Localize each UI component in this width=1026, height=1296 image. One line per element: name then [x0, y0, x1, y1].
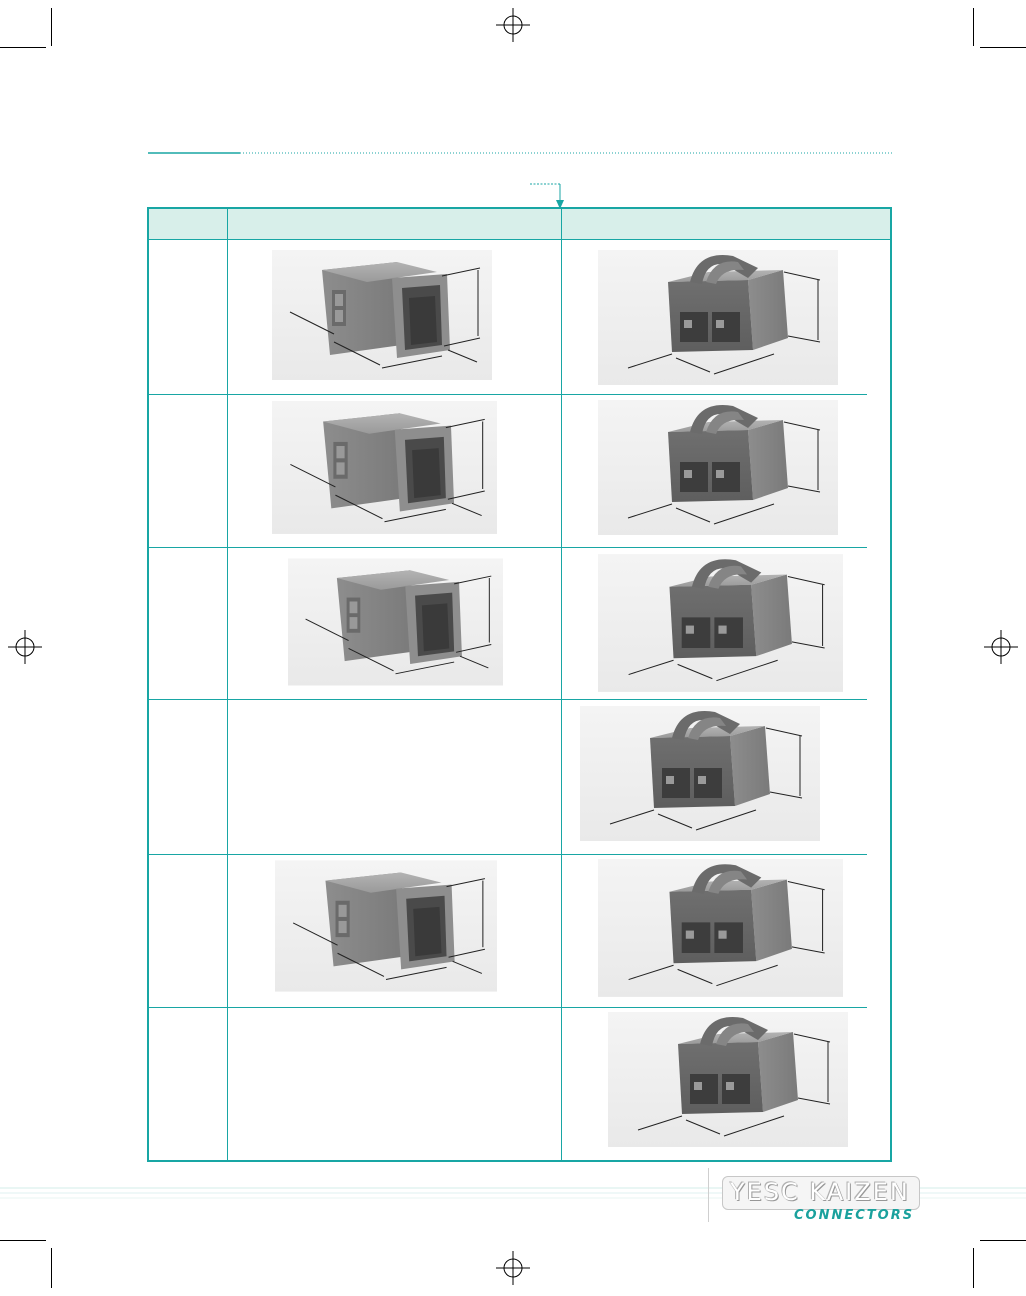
connector-female-image — [598, 858, 843, 998]
footer-divider — [708, 1168, 709, 1222]
row-divider — [149, 394, 867, 395]
row-divider — [149, 1007, 867, 1008]
crop-mark — [980, 1240, 1026, 1241]
connector-female-image — [580, 706, 820, 841]
connector-male-image — [272, 250, 492, 380]
registration-mark-icon — [496, 8, 530, 42]
brand-logo: YESC KAIZEN CONNECTORS — [722, 1176, 952, 1230]
row-divider — [149, 547, 867, 548]
column-divider — [561, 209, 562, 1160]
registration-mark-icon — [496, 1251, 530, 1285]
registration-mark-icon — [8, 630, 42, 664]
logo-plate — [722, 1176, 920, 1210]
row-divider — [149, 699, 867, 700]
connector-male-image — [272, 400, 497, 535]
logo-wordmark: YESC KAIZEN — [730, 1178, 910, 1206]
connector-female-image — [608, 1012, 848, 1147]
connector-male-image — [288, 557, 503, 687]
crop-mark — [51, 1248, 52, 1288]
column-divider — [227, 209, 228, 1160]
header-rule — [148, 152, 893, 154]
crop-mark — [0, 1240, 46, 1241]
crop-mark — [51, 8, 52, 46]
connector-female-image — [598, 553, 843, 693]
logo-tagline: CONNECTORS — [794, 1208, 915, 1223]
crop-mark — [0, 47, 46, 48]
crop-mark — [980, 47, 1026, 48]
registration-mark-icon — [984, 630, 1018, 664]
pointer-arrow-icon — [530, 183, 564, 209]
row-divider — [149, 854, 867, 855]
connector-female-image — [598, 250, 838, 385]
connector-female-image — [598, 400, 838, 535]
crop-mark — [973, 1248, 974, 1288]
connector-spec-table — [147, 207, 892, 1162]
connector-male-image — [275, 860, 497, 992]
table-header — [149, 209, 890, 240]
crop-mark — [973, 8, 974, 46]
